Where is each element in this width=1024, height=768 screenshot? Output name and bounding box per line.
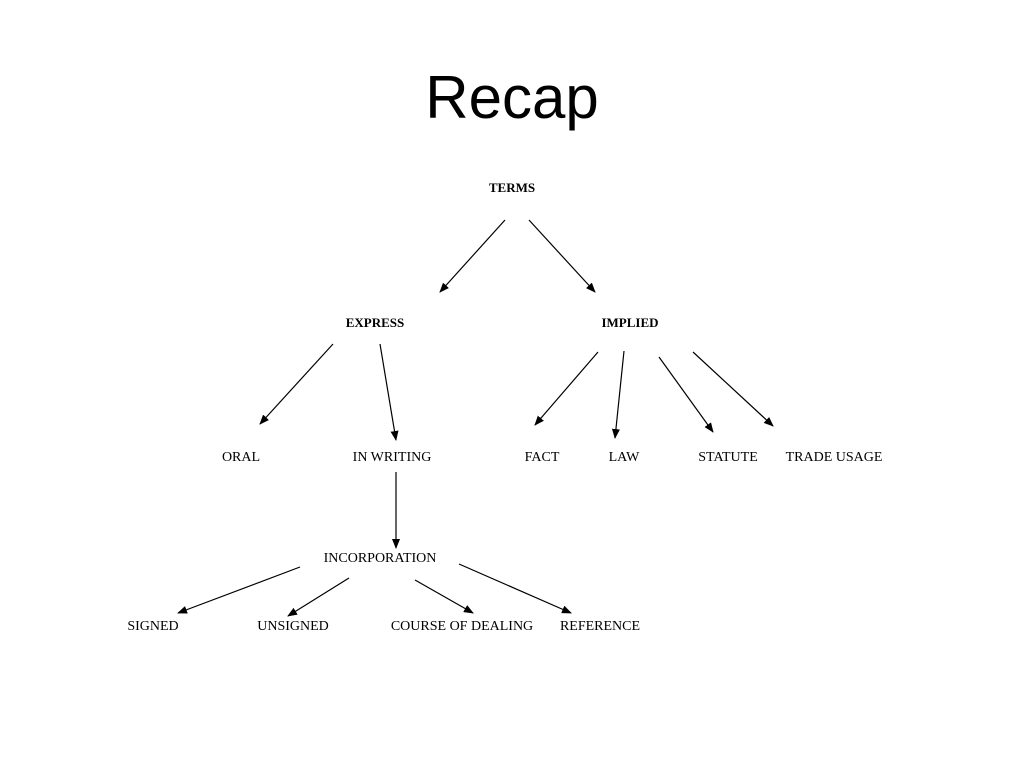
node-terms: TERMS: [488, 180, 536, 195]
arrow-incorporation-course-of-dealing: [414, 579, 474, 614]
node-law: LAW: [608, 450, 640, 465]
node-signed: SIGNED: [127, 619, 179, 634]
arrow-incorporation-reference: [458, 563, 572, 614]
node-trade-usage: TRADE USAGE: [785, 450, 883, 465]
arrow-implied-fact: [534, 351, 599, 426]
arrow-express-oral: [259, 343, 334, 425]
node-unsigned: UNSIGNED: [257, 619, 329, 634]
node-express: EXPRESS: [345, 315, 405, 330]
slide-title: Recap: [425, 64, 599, 131]
node-in-writing: IN WRITING: [352, 450, 432, 465]
node-oral: ORAL: [221, 450, 261, 465]
arrow-incorporation-unsigned: [287, 577, 350, 617]
arrow-implied-law: [611, 350, 625, 439]
arrow-express-in-writing: [379, 343, 399, 441]
node-implied: IMPLIED: [601, 315, 659, 330]
arrow-terms-implied: [528, 219, 596, 293]
node-fact: FACT: [524, 450, 560, 465]
arrow-incorporation-signed: [177, 566, 301, 614]
node-reference: REFERENCE: [559, 619, 641, 634]
arrow-terms-express: [439, 219, 506, 293]
node-incorporation: INCORPORATION: [323, 551, 437, 566]
node-statute: STATUTE: [698, 450, 758, 465]
arrow-implied-trade-usage: [692, 351, 774, 427]
arrow-implied-statute: [658, 356, 714, 433]
node-course-of-dealing: COURSE OF DEALING: [390, 619, 534, 634]
